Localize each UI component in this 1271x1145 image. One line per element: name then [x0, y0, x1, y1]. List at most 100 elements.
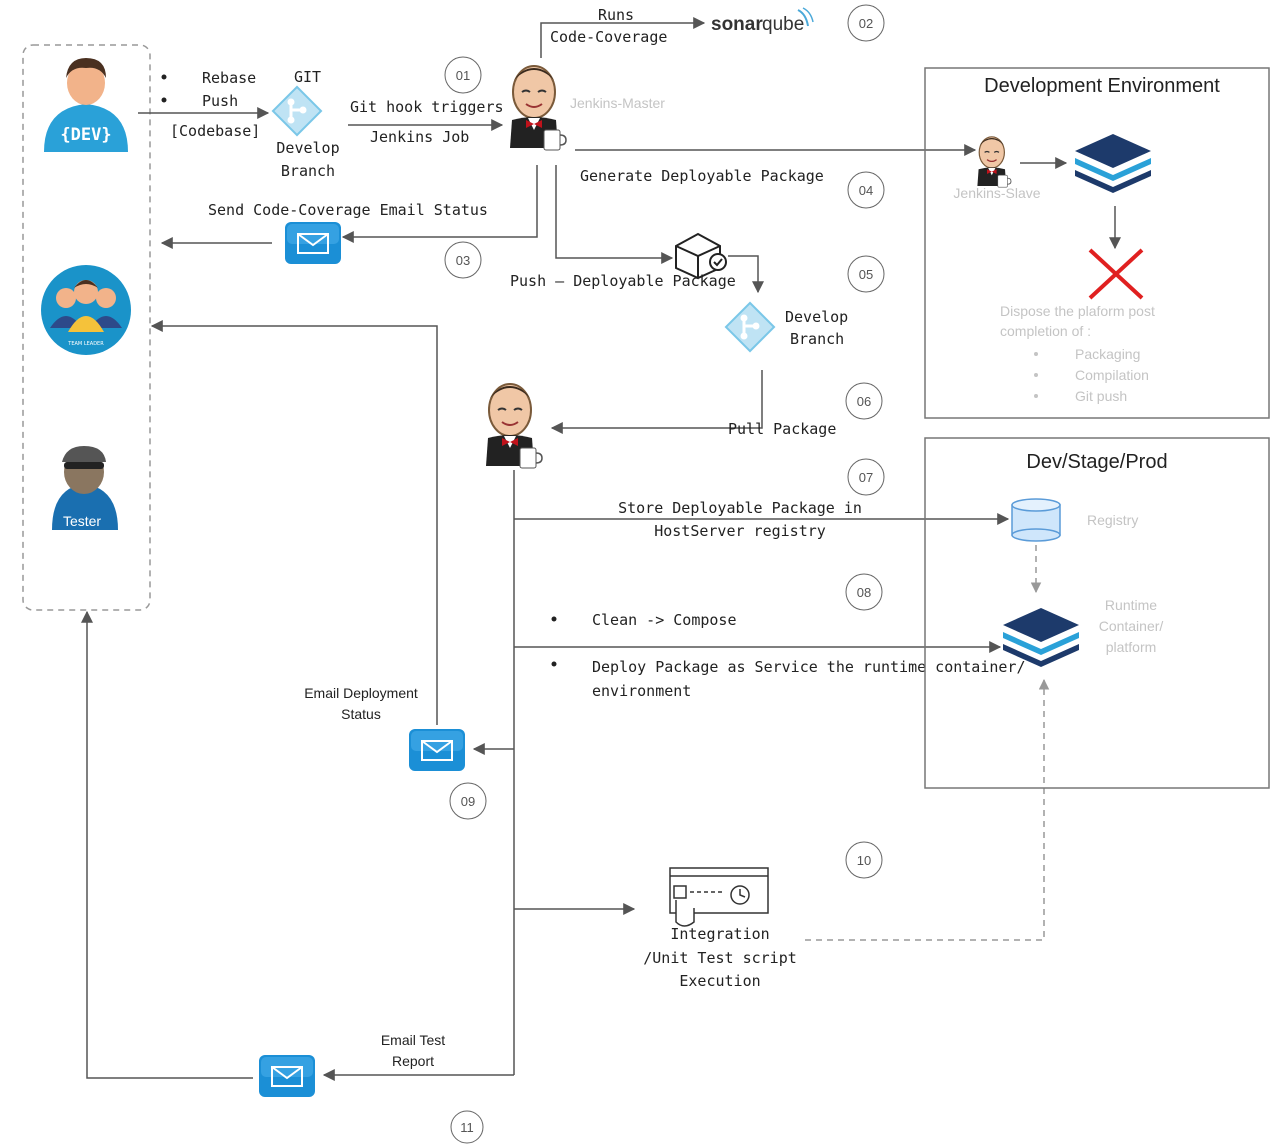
tester-label: Tester	[63, 513, 101, 529]
tester-icon: Tester	[52, 446, 118, 530]
jenkins-master-label: Jenkins-Master	[570, 95, 665, 111]
email-deployment-label: Status	[341, 706, 381, 722]
develop-branch2-label: Branch	[790, 330, 844, 348]
store-package-label: HostServer registry	[654, 522, 826, 540]
dispose-label: Dispose the plaform post	[1000, 303, 1155, 319]
jenkins-slave-icon	[976, 136, 1012, 188]
bullet-dot	[551, 616, 557, 622]
qube-logo-text: qube	[762, 14, 804, 35]
rebase-label: Rebase	[202, 69, 256, 87]
step-marker: 06	[845, 382, 883, 420]
step-number: 10	[857, 853, 871, 868]
arrow-to-package	[555, 165, 674, 264]
arrow-email-test-to-actors	[81, 610, 253, 1079]
arrow-integration-to-runtime	[805, 678, 1050, 941]
pull-package-label: Pull Package	[728, 420, 836, 438]
bullet-dot	[551, 661, 557, 667]
dispose-item: Compilation	[1075, 367, 1149, 383]
step-marker: 04	[847, 171, 885, 209]
arrow-to-email-coverage	[341, 165, 538, 243]
coverage-label: Code-Coverage	[550, 28, 667, 46]
deploy-label: environment	[592, 682, 691, 700]
email-icon	[258, 1054, 316, 1098]
step-number: 01	[456, 68, 470, 83]
jenkins-deploy-icon	[485, 383, 543, 469]
deploy-label: Deploy Package as Service the runtime co…	[592, 658, 1025, 676]
dispose-label: completion of :	[1000, 323, 1091, 339]
step-number: 07	[859, 470, 873, 485]
step-marker: 05	[847, 255, 885, 293]
close-icon	[1088, 248, 1144, 300]
dispose-item: Packaging	[1075, 346, 1140, 362]
integration-label: /Unit Test script	[643, 949, 797, 967]
arrow-pull-package	[550, 370, 763, 434]
jenkins-master-icon	[509, 65, 567, 151]
step-marker: 11	[450, 1110, 484, 1144]
step-marker: 09	[449, 782, 487, 820]
clean-compose-label: Clean -> Compose	[592, 611, 737, 629]
git-icon	[271, 85, 323, 137]
push-label: Push	[202, 92, 238, 110]
actors-panel	[22, 44, 151, 611]
dev-env-title: Development Environment	[984, 75, 1220, 97]
step-number: 08	[857, 585, 871, 600]
bullet-dot	[1034, 373, 1038, 377]
arrow-email-deployment-to-actors	[150, 320, 438, 725]
integration-label: Integration	[670, 925, 769, 943]
develop-branch-label: Develop	[276, 139, 339, 157]
step-marker: 02	[847, 4, 885, 42]
develop-branch-label: Branch	[281, 162, 335, 180]
runtime-label: Container/	[1099, 618, 1164, 634]
hook-label: Git hook triggers	[350, 98, 504, 116]
email-status-label: Send Code-Coverage Email Status	[208, 201, 488, 219]
bullet-dot	[1034, 394, 1038, 398]
sonarqube-logo: sonar qube	[711, 7, 814, 35]
developer-icon: {DEV}	[44, 58, 128, 152]
step-marker: 03	[444, 241, 482, 279]
sonar-logo-text: sonar	[711, 14, 763, 35]
registry-label: Registry	[1087, 512, 1138, 528]
email-icon	[284, 221, 342, 265]
dispose-item: Git push	[1075, 388, 1127, 404]
arrow-to-develop-branch	[728, 255, 764, 294]
bullet-dot	[161, 74, 167, 80]
email-test-label: Report	[392, 1053, 434, 1069]
email-deployment-label: Email Deployment	[304, 685, 418, 701]
step-number: 02	[859, 16, 873, 31]
store-package-label: Store Deployable Package in	[618, 499, 862, 517]
layers-icon	[1075, 134, 1151, 193]
codebase-label: [Codebase]	[170, 122, 260, 140]
team-leader-icon: TEAM LEADER	[41, 265, 131, 355]
git-icon	[724, 301, 776, 353]
bullet-dot	[161, 97, 167, 103]
step-marker: 01	[444, 56, 482, 94]
step-marker: 10	[845, 841, 883, 879]
stage-env-title: Dev/Stage/Prod	[1026, 451, 1167, 473]
step-number: 09	[461, 794, 475, 809]
team-leader-badge: TEAM LEADER	[67, 341, 104, 347]
git-label: GIT	[294, 68, 321, 86]
email-test-label: Email Test	[381, 1032, 445, 1048]
push-package-label: Push – Deployable Package	[510, 272, 736, 290]
integration-label: Execution	[679, 972, 760, 990]
package-icon	[675, 232, 727, 280]
jenkins-slave-label: Jenkins-Slave	[953, 185, 1040, 201]
develop-branch2-label: Develop	[785, 308, 848, 326]
hook-label: Jenkins Job	[370, 128, 469, 146]
dev-environment-box	[924, 67, 1270, 419]
integration-test-icon	[669, 867, 769, 927]
step-number: 04	[859, 183, 873, 198]
stage-environment-box	[924, 437, 1270, 789]
registry-icon	[1011, 498, 1061, 542]
step-number: 06	[857, 394, 871, 409]
step-number: 05	[859, 267, 873, 282]
runtime-label: platform	[1106, 639, 1157, 655]
generate-package-label: Generate Deployable Package	[580, 167, 824, 185]
dev-badge: {DEV}	[60, 125, 111, 145]
runtime-label: Runtime	[1105, 597, 1157, 613]
arrow-to-sonar	[540, 17, 706, 58]
email-icon	[408, 728, 466, 772]
step-marker: 08	[845, 573, 883, 611]
step-number: 11	[460, 1120, 474, 1135]
